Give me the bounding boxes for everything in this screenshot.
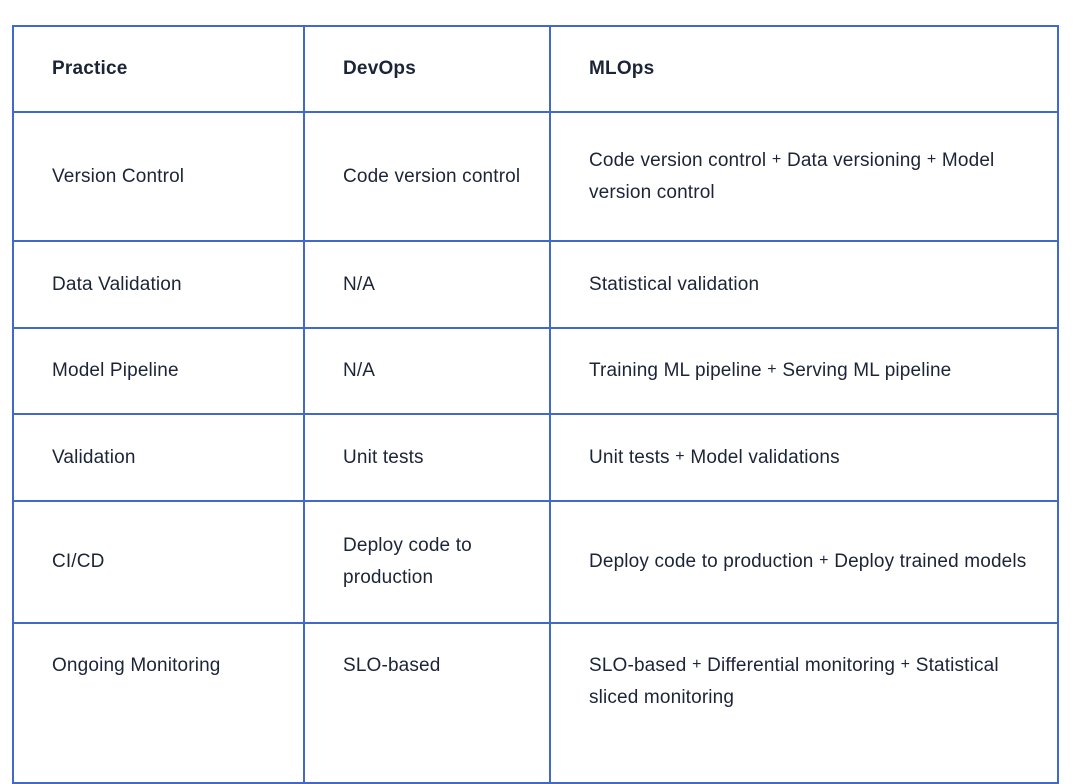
column-header-mlops: MLOps — [549, 25, 1059, 113]
plus-separator: + — [814, 552, 834, 570]
cell-devops: Code version control — [303, 111, 551, 242]
cell-practice: Data Validation — [12, 240, 305, 329]
plus-separator: + — [767, 150, 786, 168]
cell-mlops: Training ML pipeline + Serving ML pipeli… — [549, 327, 1059, 415]
table-body: Version Control Code version control Cod… — [12, 111, 1059, 784]
cell-practice: Ongoing Monitoring — [12, 622, 305, 784]
cell-devops: N/A — [303, 327, 551, 415]
cell-mlops: Code version control + Data versioning +… — [549, 111, 1059, 242]
table-header: Practice DevOps MLOps — [12, 25, 1059, 113]
plus-separator: + — [687, 656, 707, 673]
cell-devops: N/A — [303, 240, 551, 329]
table-row: Ongoing Monitoring SLO-based SLO-based +… — [12, 622, 1059, 784]
cell-devops: SLO-based — [303, 622, 551, 784]
devops-mlops-comparison-table: Practice DevOps MLOps Version Control Co… — [12, 25, 1059, 784]
cell-mlops: Deploy code to production + Deploy train… — [549, 500, 1059, 624]
table-row: Model Pipeline N/A Training ML pipeline … — [12, 327, 1059, 415]
plus-separator: + — [896, 656, 915, 673]
cell-practice: Validation — [12, 413, 305, 502]
cell-mlops: SLO-based + Differential monitoring + St… — [549, 622, 1059, 784]
cell-practice: Model Pipeline — [12, 327, 305, 415]
comparison-table-container: Practice DevOps MLOps Version Control Co… — [12, 25, 1059, 784]
cell-mlops: Statistical validation — [549, 240, 1059, 329]
cell-devops: Unit tests — [303, 413, 551, 502]
page-root: Practice DevOps MLOps Version Control Co… — [12, 25, 1059, 784]
cell-devops: Deploy code to production — [303, 500, 551, 624]
table-row: CI/CD Deploy code to production Deploy c… — [12, 500, 1059, 624]
column-header-devops: DevOps — [303, 25, 551, 113]
table-row: Validation Unit tests Unit tests + Model… — [12, 413, 1059, 502]
cell-practice: Version Control — [12, 111, 305, 242]
column-header-practice: Practice — [12, 25, 305, 113]
plus-separator: + — [670, 447, 690, 465]
plus-separator: + — [922, 150, 941, 168]
cell-practice: CI/CD — [12, 500, 305, 624]
table-header-row: Practice DevOps MLOps — [12, 25, 1059, 113]
table-row: Version Control Code version control Cod… — [12, 111, 1059, 242]
cell-mlops: Unit tests + Model validations — [549, 413, 1059, 502]
table-row: Data Validation N/A Statistical validati… — [12, 240, 1059, 329]
plus-separator: + — [762, 361, 782, 379]
